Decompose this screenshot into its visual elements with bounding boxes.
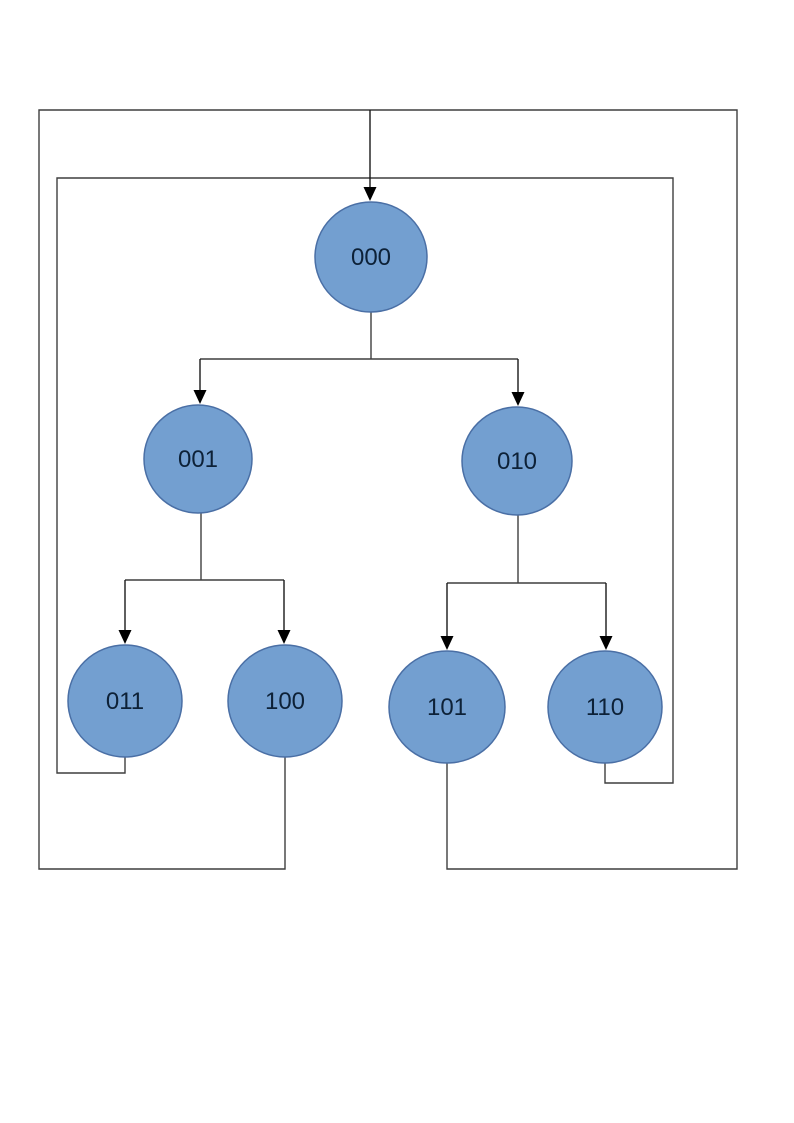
tree-node-110: 110 — [547, 650, 663, 764]
connector-outer-loop-right — [370, 109, 738, 870]
node-circle-101 — [388, 650, 506, 764]
node-circle-100 — [227, 644, 343, 758]
node-label-110: 110 — [586, 694, 624, 721]
node-label-100: 100 — [265, 688, 305, 715]
arrow-into-100-head — [277, 630, 291, 644]
tree-node-001: 001 — [143, 404, 253, 514]
arrow-layer — [118, 110, 613, 650]
tree-node-000: 000 — [314, 201, 428, 313]
arrow-into-101-head — [440, 636, 454, 650]
tree-node-011: 011 — [67, 644, 183, 758]
arrow-into-001-head — [193, 390, 207, 404]
node-label-010: 010 — [497, 448, 537, 475]
arrow-into-010-head — [511, 392, 525, 406]
node-label-000: 000 — [351, 244, 391, 271]
node-label-011: 011 — [106, 688, 144, 715]
node-circle-110 — [547, 650, 663, 764]
node-label-101: 101 — [427, 694, 467, 721]
arrow-into-110-head — [599, 636, 613, 650]
node-circle-000 — [314, 201, 428, 313]
connector-layer — [38, 109, 738, 870]
node-layer: 000 001 010 011 100 101 110 — [67, 201, 663, 764]
tree-node-100: 100 — [227, 644, 343, 758]
connector-inner-loop-right — [370, 177, 674, 784]
tree-node-101: 101 — [388, 650, 506, 764]
connector-inner-loop-left — [56, 177, 370, 774]
node-label-001: 001 — [178, 446, 218, 473]
arrow-into-011-head — [118, 630, 132, 644]
node-circle-001 — [143, 404, 253, 514]
node-circle-011 — [67, 644, 183, 758]
node-circle-010 — [461, 406, 573, 516]
arrow-into-000-head — [363, 187, 377, 201]
connector-outer-loop-left — [38, 109, 370, 870]
tree-node-010: 010 — [461, 406, 573, 516]
